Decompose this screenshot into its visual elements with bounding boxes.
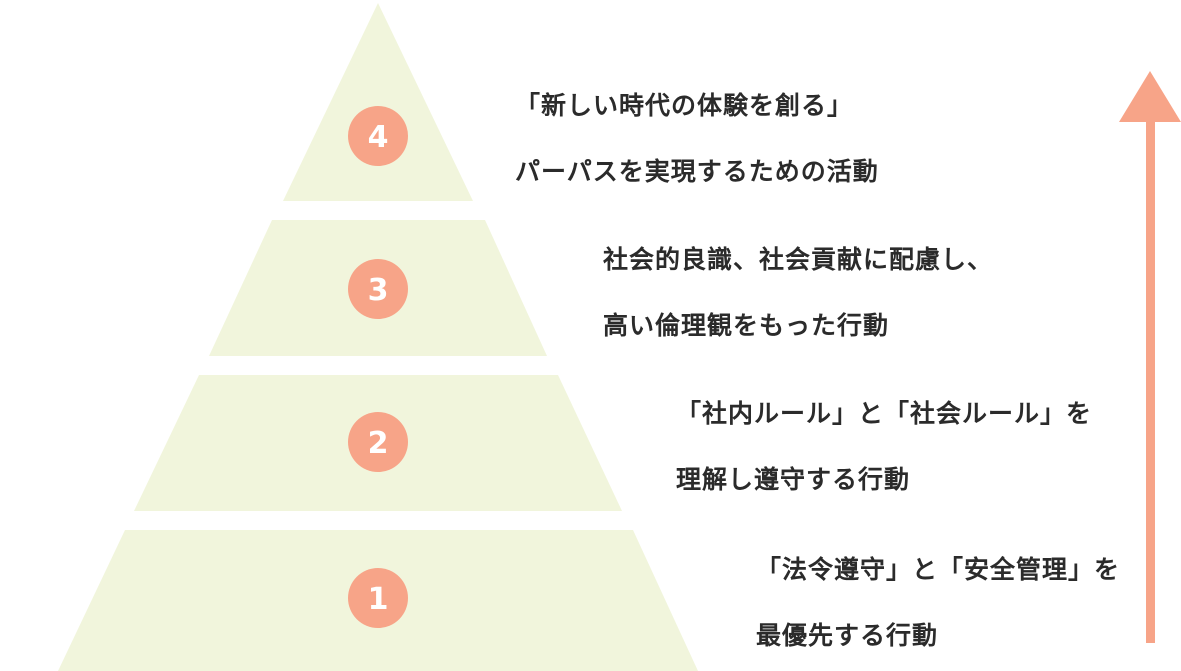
level-description-4: 「新しい時代の体験を創る」 パーパスを実現するための活動 xyxy=(515,73,879,205)
level-description-line: パーパスを実現するための活動 xyxy=(515,157,879,186)
level-number-2: 2 xyxy=(368,426,389,461)
level-badge-1: 1 xyxy=(348,568,408,628)
level-number-4: 4 xyxy=(368,120,389,155)
level-description-line: 「法令遵守」と「安全管理」を xyxy=(756,555,1121,584)
level-description-line: 最優先する行動 xyxy=(756,621,939,650)
level-description-3: 社会的良識、社会貢献に配慮し、 高い倫理観をもった行動 xyxy=(603,227,993,359)
pyramid-tier-4 xyxy=(283,3,473,201)
level-badge-2: 2 xyxy=(348,412,408,472)
level-number-1: 1 xyxy=(368,582,389,617)
level-description-line: 「新しい時代の体験を創る」 xyxy=(515,91,854,120)
level-description-2: 「社内ルール」と「社会ルール」を 理解し遵守する行動 xyxy=(676,381,1092,513)
level-description-1: 「法令遵守」と「安全管理」を 最優先する行動 xyxy=(756,537,1120,669)
arrow-shaft xyxy=(1146,118,1155,643)
level-description-line: 社会的良識、社会貢献に配慮し、 xyxy=(603,245,994,274)
level-number-3: 3 xyxy=(368,273,389,308)
level-badge-3: 3 xyxy=(348,259,408,319)
level-description-line: 「社内ルール」と「社会ルール」を xyxy=(676,399,1093,428)
level-description-line: 理解し遵守する行動 xyxy=(676,465,911,494)
level-description-line: 高い倫理観をもった行動 xyxy=(603,311,890,340)
arrow-head xyxy=(1119,71,1181,122)
level-badge-4: 4 xyxy=(348,106,408,166)
up-arrow-icon xyxy=(1119,71,1181,643)
